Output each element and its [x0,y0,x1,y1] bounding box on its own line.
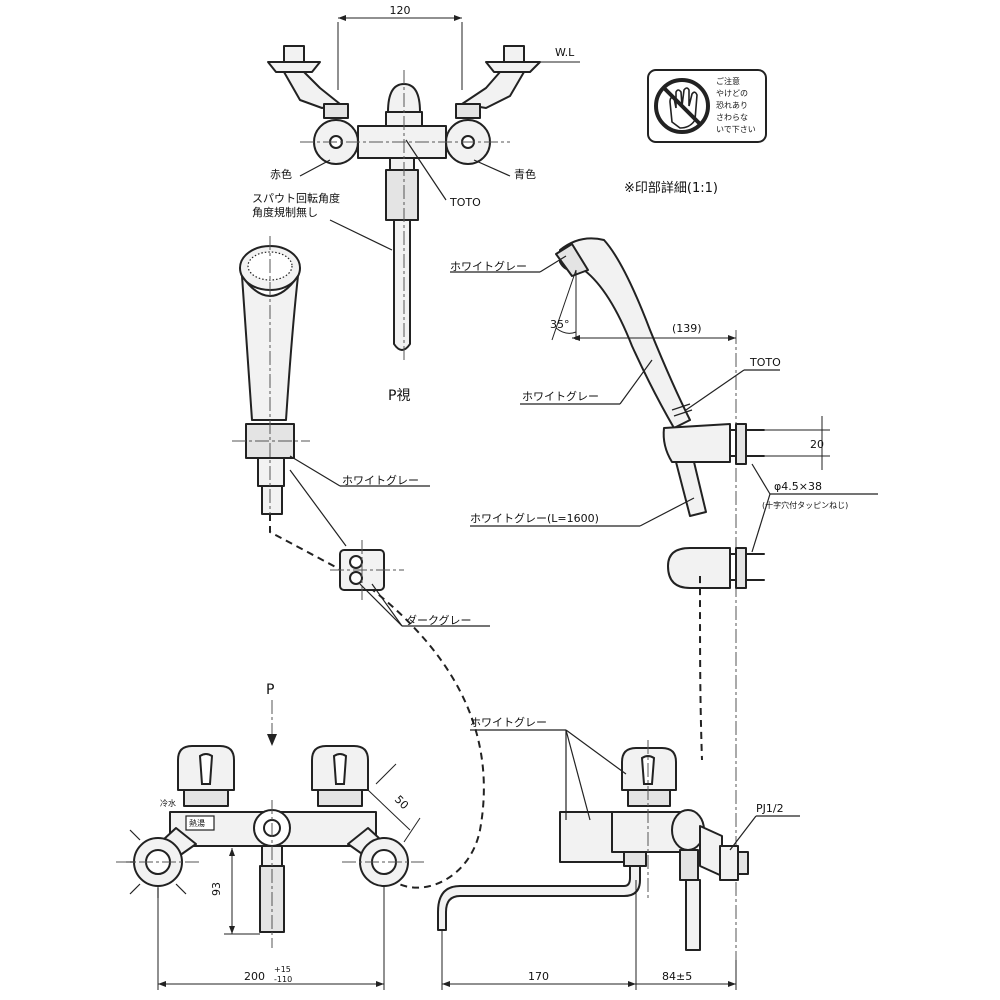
dim-bottom-width-upper: +15 [274,965,291,974]
detail-title: ※印部詳細(1:1) [624,180,718,196]
dim-shower-angle: 35° [550,318,570,331]
caution-line-5: いで下さい [716,125,756,134]
spout-note-1: スパウト回転角度 [252,191,340,205]
dim-shower-offset: (139) [672,322,702,335]
dim-spout-drop: 93 [210,882,223,896]
label-toto-right: TOTO [749,356,781,369]
dim-outlet-angle: 50 [392,793,411,812]
caution-line-2: やけどの [716,89,748,98]
label-white-gray-head: ホワイトグレー [450,259,527,273]
dim-wall-offset: 84±5 [662,970,692,983]
label-white-gray-hose: ホワイトグレー(L=1600) [470,511,599,525]
dim-bottom-width: 200 [244,970,265,983]
label-white-gray-body: ホワイトグレー [470,715,547,729]
label-white-gray-hose-side: ホワイトグレー [342,473,419,487]
caution-line-4: さわらな [716,113,748,122]
dim-screw-note: (十字穴付タッピンねじ) [762,500,848,510]
dim-screw: φ4.5×38 [774,480,822,493]
top-view: 120 W.L 赤色 青色 [252,4,580,404]
tag-hot: 熱湯 [189,818,205,828]
dim-thread: PJ1/2 [756,802,784,815]
front-view: P 熱湯 冷水 [116,682,424,990]
label-dark-gray: ダークグレー [406,613,472,627]
caution-line-1: ご注意 [716,76,740,86]
label-view-p: P視 [388,388,410,404]
tag-cold: 冷水 [160,798,176,808]
dim-hook-pitch: 20 [810,438,824,451]
dim-top-width: 120 [390,4,411,17]
dim-bottom-width-lower: -110 [274,975,292,984]
dim-spout-reach: 170 [528,970,549,983]
label-toto-top: TOTO [449,196,481,209]
no-touch-warning-icon [654,78,710,134]
dim-wl: W.L [555,46,575,59]
side-view: PJ1/2 ホワイトグレー 170 84±5 [437,575,800,990]
label-blue: 青色 [514,167,536,181]
caution-line-3: 恐れあり [716,101,748,110]
caution-sticker: ご注意 やけどの 恐れあり さわらな いで下さい ※印部詳細(1:1) [624,69,767,196]
shower-head-front: ホワイトグレー ダークグレー [232,236,490,889]
label-white-gray-holder: ホワイトグレー [522,389,599,403]
shower-side-view: 35° (139) 20 φ4.5×38 (十字穴付タッピンねじ) ホワイトグレ… [450,237,878,960]
spout-note-2: 角度規制無し [252,205,318,219]
label-p-arrow: P [266,682,274,698]
label-red: 赤色 [270,167,292,181]
